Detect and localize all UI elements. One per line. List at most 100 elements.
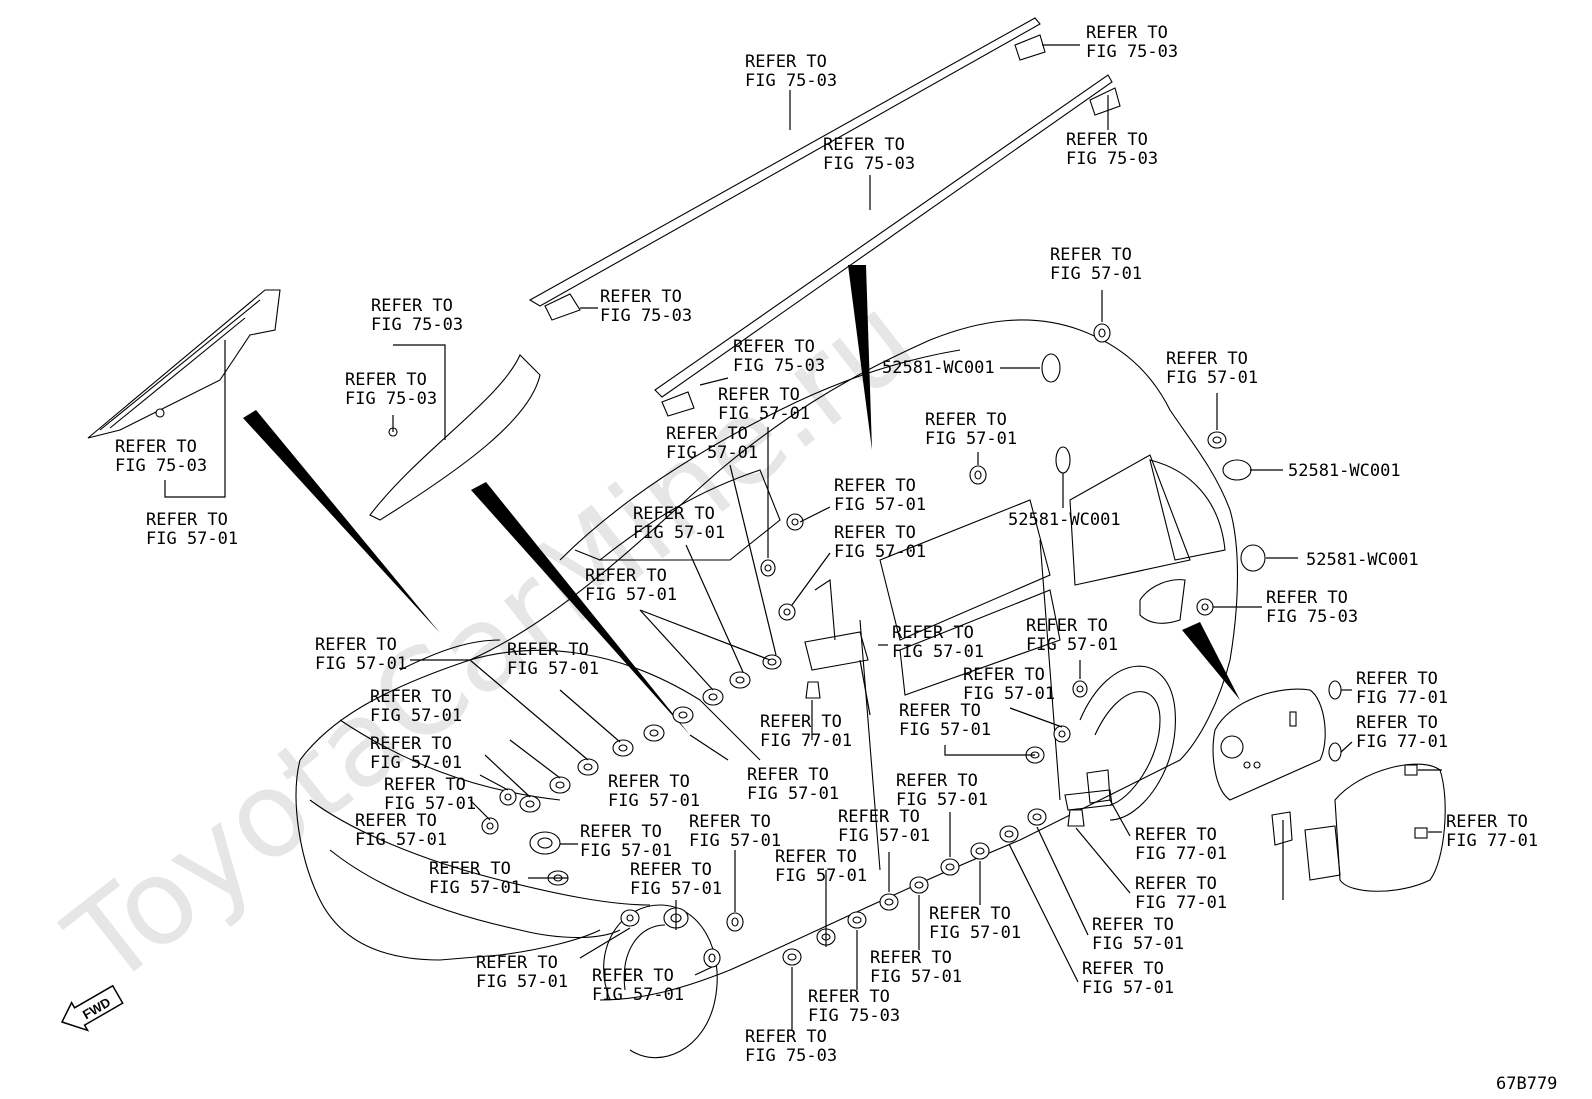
- svg-text:FIG 57-01: FIG 57-01: [892, 642, 984, 662]
- svg-text:REFER TO: REFER TO: [747, 765, 829, 785]
- svg-text:REFER TO: REFER TO: [1446, 812, 1528, 832]
- svg-text:FIG 75-03: FIG 75-03: [808, 1006, 900, 1026]
- svg-text:FIG 57-01: FIG 57-01: [834, 495, 926, 515]
- svg-text:REFER TO: REFER TO: [963, 665, 1045, 685]
- svg-text:REFER TO: REFER TO: [925, 410, 1007, 430]
- fuel-lid-grommets: [1328, 680, 1342, 762]
- svg-text:REFER TO: REFER TO: [1135, 874, 1217, 894]
- svg-text:REFER TO: REFER TO: [689, 812, 771, 832]
- fuel-filler-lid: [1334, 763, 1446, 892]
- svg-text:FIG 57-01: FIG 57-01: [925, 429, 1017, 449]
- svg-text:FIG 57-01: FIG 57-01: [870, 967, 962, 987]
- svg-text:FIG 75-03: FIG 75-03: [1066, 149, 1158, 169]
- svg-text:REFER TO: REFER TO: [834, 476, 916, 496]
- hole-plugs: [1041, 353, 1266, 572]
- svg-text:FIG 57-01: FIG 57-01: [592, 985, 684, 1005]
- svg-text:FIG 57-01: FIG 57-01: [1050, 264, 1142, 284]
- svg-text:FIG 75-03: FIG 75-03: [823, 154, 915, 174]
- svg-text:REFER TO: REFER TO: [384, 775, 466, 795]
- svg-text:REFER TO: REFER TO: [115, 437, 197, 457]
- svg-text:FIG 57-01: FIG 57-01: [384, 794, 476, 814]
- svg-text:REFER TO: REFER TO: [315, 635, 397, 655]
- svg-text:REFER TO: REFER TO: [718, 385, 800, 405]
- roof-rail-inner: [654, 74, 1121, 417]
- svg-text:FIG 75-03: FIG 75-03: [1086, 42, 1178, 62]
- drawing-code: 67B779: [1496, 1074, 1557, 1094]
- svg-text:REFER TO: REFER TO: [429, 859, 511, 879]
- svg-text:FIG 57-01: FIG 57-01: [608, 791, 700, 811]
- svg-text:FIG 77-01: FIG 77-01: [1446, 831, 1538, 851]
- svg-text:REFER TO: REFER TO: [1266, 588, 1348, 608]
- svg-text:REFER TO: REFER TO: [1050, 245, 1132, 265]
- svg-text:FIG 57-01: FIG 57-01: [429, 878, 521, 898]
- svg-text:FIG 57-01: FIG 57-01: [585, 585, 677, 605]
- part-number: 52581-WC001: [1008, 510, 1121, 530]
- pointer-arrows: [243, 265, 1240, 735]
- svg-text:REFER TO: REFER TO: [507, 640, 589, 660]
- svg-text:FIG 77-01: FIG 77-01: [1356, 688, 1448, 708]
- svg-text:FIG 57-01: FIG 57-01: [1082, 978, 1174, 998]
- svg-text:REFER TO: REFER TO: [1066, 130, 1148, 150]
- svg-text:FIG 57-01: FIG 57-01: [630, 879, 722, 899]
- svg-text:REFER TO: REFER TO: [733, 337, 815, 357]
- svg-text:REFER TO: REFER TO: [630, 860, 712, 880]
- svg-text:FIG 57-01: FIG 57-01: [963, 684, 1055, 704]
- svg-text:REFER TO: REFER TO: [146, 510, 228, 530]
- svg-text:REFER TO: REFER TO: [929, 904, 1011, 924]
- part-number: 52581-WC001: [882, 358, 995, 378]
- svg-text:FIG 75-03: FIG 75-03: [371, 315, 463, 335]
- svg-text:REFER TO: REFER TO: [1092, 915, 1174, 935]
- svg-text:FIG 57-01: FIG 57-01: [146, 529, 238, 549]
- svg-text:FIG 57-01: FIG 57-01: [838, 826, 930, 846]
- svg-text:REFER TO: REFER TO: [808, 987, 890, 1007]
- svg-text:REFER TO: REFER TO: [899, 701, 981, 721]
- fuel-lid-hinge: [1271, 811, 1341, 881]
- svg-text:REFER TO: REFER TO: [892, 623, 974, 643]
- svg-text:REFER TO: REFER TO: [1086, 23, 1168, 43]
- svg-text:REFER TO: REFER TO: [760, 712, 842, 732]
- pillar-moulding: [369, 354, 541, 521]
- svg-text:FIG 75-03: FIG 75-03: [733, 356, 825, 376]
- svg-text:REFER TO: REFER TO: [666, 424, 748, 444]
- svg-text:FIG 57-01: FIG 57-01: [834, 542, 926, 562]
- svg-text:FIG 75-03: FIG 75-03: [1266, 607, 1358, 627]
- svg-text:REFER TO: REFER TO: [775, 847, 857, 867]
- svg-text:REFER TO: REFER TO: [345, 370, 427, 390]
- svg-text:REFER TO: REFER TO: [476, 953, 558, 973]
- svg-text:REFER TO: REFER TO: [585, 566, 667, 586]
- svg-text:FIG 57-01: FIG 57-01: [747, 784, 839, 804]
- svg-text:FIG 77-01: FIG 77-01: [1135, 893, 1227, 913]
- svg-text:REFER TO: REFER TO: [870, 948, 952, 968]
- roof-rail-outer: [528, 17, 1046, 321]
- svg-text:FIG 57-01: FIG 57-01: [689, 831, 781, 851]
